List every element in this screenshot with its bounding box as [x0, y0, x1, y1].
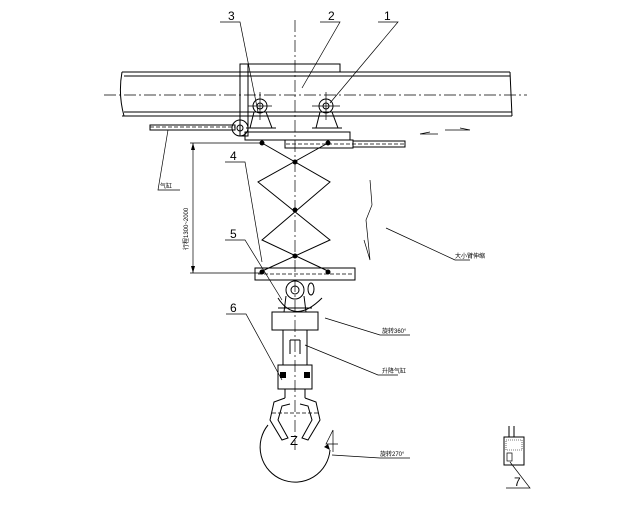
annotation-rotate-270: 旋转270°: [380, 450, 405, 458]
part-label-1: 1: [384, 9, 391, 23]
scissor-mechanism: [257, 140, 331, 275]
carriage: [149, 63, 406, 149]
motion-arrows: [363, 127, 471, 261]
wheel-left: [246, 92, 276, 129]
wheel-right: [312, 92, 342, 129]
part-label-3: 3: [228, 9, 235, 23]
lower-plate-and-rotary: [254, 267, 356, 398]
part-label-4: 4: [230, 149, 237, 163]
stroke-dimension: [190, 142, 260, 274]
annotation-stroke: 行程1300~2000: [182, 207, 190, 250]
annotation-lift: 升降气缸: [382, 367, 406, 375]
controller-box: [503, 426, 525, 466]
part-label-7: 7: [514, 475, 521, 489]
rail-beam: [104, 71, 527, 117]
annotation-rotate-360: 旋转360°: [382, 327, 407, 335]
part-label-2: 2: [328, 9, 335, 23]
gripper-claws: Z: [259, 397, 338, 483]
annotation-telescopic: 大小臂伸缩: [455, 252, 485, 260]
leaders: [157, 21, 531, 489]
part-label-6: 6: [230, 301, 237, 315]
z-axis-label: Z: [290, 433, 298, 448]
part-label-5: 5: [230, 227, 237, 241]
annotation-left-arm: 气缸: [160, 182, 172, 190]
